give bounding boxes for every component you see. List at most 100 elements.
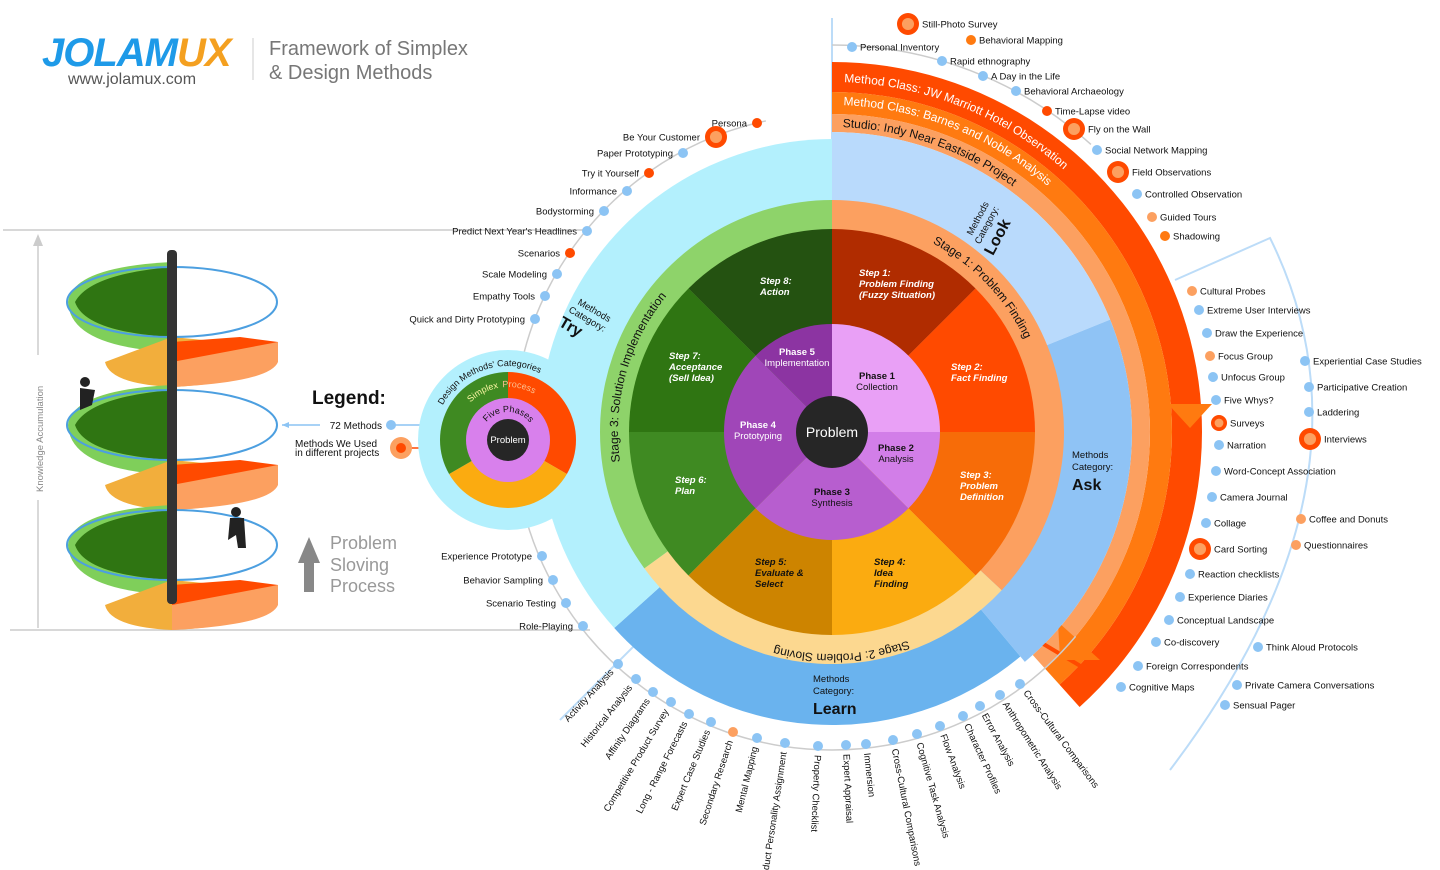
- method-ask[interactable]: Participative Creation: [1304, 382, 1407, 394]
- legend: Legend: 72 Methods Methods We Used in di…: [282, 350, 598, 530]
- method-dot-icon: [1116, 682, 1126, 692]
- method-try[interactable]: Behavior Sampling: [463, 575, 558, 587]
- method-try[interactable]: Quick and Dirty Prototyping: [409, 314, 540, 326]
- method-look[interactable]: Behavioral Archaeology: [1011, 86, 1124, 98]
- method-look[interactable]: Guided Tours: [1147, 212, 1217, 224]
- method-label: Experience Prototype: [441, 552, 532, 563]
- method-look[interactable]: Still-Photo Survey: [897, 13, 998, 35]
- method-look[interactable]: Fly on the Wall: [1063, 118, 1150, 140]
- method-ask[interactable]: Sensual Pager: [1220, 700, 1295, 712]
- method-look[interactable]: Controlled Observation: [1132, 189, 1242, 201]
- method-learn[interactable]: Property Checklist: [808, 741, 823, 833]
- method-try[interactable]: Scenario Testing: [486, 598, 571, 610]
- method-ask[interactable]: Extreme User Interviews: [1194, 305, 1311, 317]
- method-ask[interactable]: Conceptual Landscape: [1164, 615, 1274, 627]
- method-label: Still-Photo Survey: [922, 20, 998, 31]
- method-try[interactable]: Role-Playing: [519, 621, 588, 633]
- method-ask[interactable]: Surveys: [1211, 415, 1265, 431]
- method-label: Anthropometric Analysis: [1000, 700, 1064, 792]
- method-dot-icon: [530, 314, 540, 324]
- method-ask[interactable]: Focus Group: [1205, 351, 1273, 363]
- method-ask[interactable]: Think Aloud Protocols: [1253, 642, 1358, 654]
- method-try[interactable]: Bodystorming: [536, 206, 609, 218]
- method-ask[interactable]: Interviews: [1299, 428, 1367, 450]
- method-try[interactable]: Informance: [569, 186, 632, 198]
- method-ask[interactable]: Experience Diaries: [1175, 592, 1268, 604]
- method-dot-icon: [780, 738, 790, 748]
- method-dot-icon: [1253, 642, 1263, 652]
- method-ask[interactable]: Collage: [1201, 518, 1246, 530]
- method-ask[interactable]: Questionnaires: [1291, 540, 1368, 552]
- used-method-dot-icon: [644, 168, 654, 178]
- method-try[interactable]: Be Your Customer: [623, 126, 727, 148]
- method-try[interactable]: Scenarios: [518, 248, 575, 260]
- method-learn[interactable]: Expert Appraisal: [840, 740, 854, 823]
- method-ask[interactable]: Camera Journal: [1207, 492, 1288, 504]
- used-method-ring-inner: [1214, 418, 1224, 428]
- method-dot-icon: [1132, 189, 1142, 199]
- method-try[interactable]: Scale Modeling: [482, 269, 562, 281]
- method-dot-icon: [1207, 492, 1217, 502]
- method-ask[interactable]: Reaction checklists: [1185, 569, 1280, 581]
- method-ask[interactable]: Private Camera Conversations: [1232, 680, 1375, 692]
- method-learn[interactable]: Historical Analysis: [579, 674, 641, 750]
- method-look[interactable]: Behavioral Mapping: [966, 35, 1063, 47]
- method-look[interactable]: Time-Lapse video: [1042, 106, 1130, 118]
- method-learn[interactable]: Mental Mapping: [734, 733, 762, 814]
- method-try[interactable]: Experience Prototype: [441, 551, 547, 563]
- method-look[interactable]: Field Observations: [1107, 161, 1211, 183]
- method-try[interactable]: Predict Next Year's Headlines: [452, 226, 592, 238]
- method-dot-icon: [937, 56, 947, 66]
- method-ask[interactable]: Five Whys?: [1211, 395, 1274, 407]
- method-label: Empathy Tools: [473, 292, 535, 303]
- method-dot-icon: [537, 551, 547, 561]
- method-dot-icon: [678, 148, 688, 158]
- method-try[interactable]: Paper Prototyping: [597, 148, 688, 160]
- method-try[interactable]: Try it Yourself: [582, 168, 654, 180]
- method-try[interactable]: Empathy Tools: [473, 291, 550, 303]
- method-look[interactable]: Social Network Mapping: [1092, 145, 1207, 157]
- method-learn[interactable]: Product Personality Assignment: [759, 738, 790, 870]
- method-learn[interactable]: Immersion: [861, 739, 877, 798]
- method-dot-icon: [995, 690, 1005, 700]
- website: www.jolamux.com: [67, 71, 196, 88]
- method-label: Scenarios: [518, 249, 560, 260]
- method-ask[interactable]: Co-discovery: [1151, 637, 1220, 649]
- method-try[interactable]: Persona: [712, 118, 762, 130]
- legend-problem-label: Problem: [490, 435, 525, 446]
- category-prefix: Methods: [813, 674, 850, 685]
- problem-core: [796, 396, 868, 468]
- method-learn[interactable]: Affinity Diagrams: [603, 687, 658, 762]
- method-dot-icon: [1208, 372, 1218, 382]
- method-dot-icon: [582, 226, 592, 236]
- method-label: Flow Analysis: [937, 733, 967, 791]
- method-ask[interactable]: Cognitive Maps: [1116, 682, 1195, 694]
- person-icon: [231, 507, 241, 517]
- method-ask[interactable]: Word-Concept Association: [1211, 466, 1336, 478]
- used-method-ring-inner: [901, 17, 915, 31]
- stair-green-dark: [75, 267, 172, 337]
- used-method-dot-icon: [966, 35, 976, 45]
- method-ask[interactable]: Coffee and Donuts: [1296, 514, 1388, 526]
- method-label: Mental Mapping: [734, 746, 761, 814]
- method-ask[interactable]: Narration: [1214, 440, 1266, 452]
- method-look[interactable]: Rapid ethnography: [937, 56, 1031, 68]
- used-method-dot-icon: [1291, 540, 1301, 550]
- method-ask[interactable]: Laddering: [1304, 407, 1359, 419]
- method-ask[interactable]: Foreign Correspondents: [1133, 661, 1249, 673]
- axis-arrow-icon: [33, 234, 43, 246]
- method-look[interactable]: Personal Inventory: [847, 42, 939, 54]
- method-ask[interactable]: Draw the Experience: [1202, 328, 1303, 340]
- method-ask[interactable]: Cultural Probes: [1187, 286, 1266, 298]
- method-dot-icon: [684, 709, 694, 719]
- method-ask[interactable]: Experiential Case Studies: [1300, 356, 1422, 368]
- method-look[interactable]: Shadowing: [1160, 231, 1220, 243]
- used-method-dot-icon: [396, 443, 406, 453]
- method-look[interactable]: A Day in the Life: [978, 71, 1060, 83]
- method-dot-icon: [1011, 86, 1021, 96]
- method-ask[interactable]: Unfocus Group: [1208, 372, 1285, 384]
- method-ask[interactable]: Card Sorting: [1189, 538, 1267, 560]
